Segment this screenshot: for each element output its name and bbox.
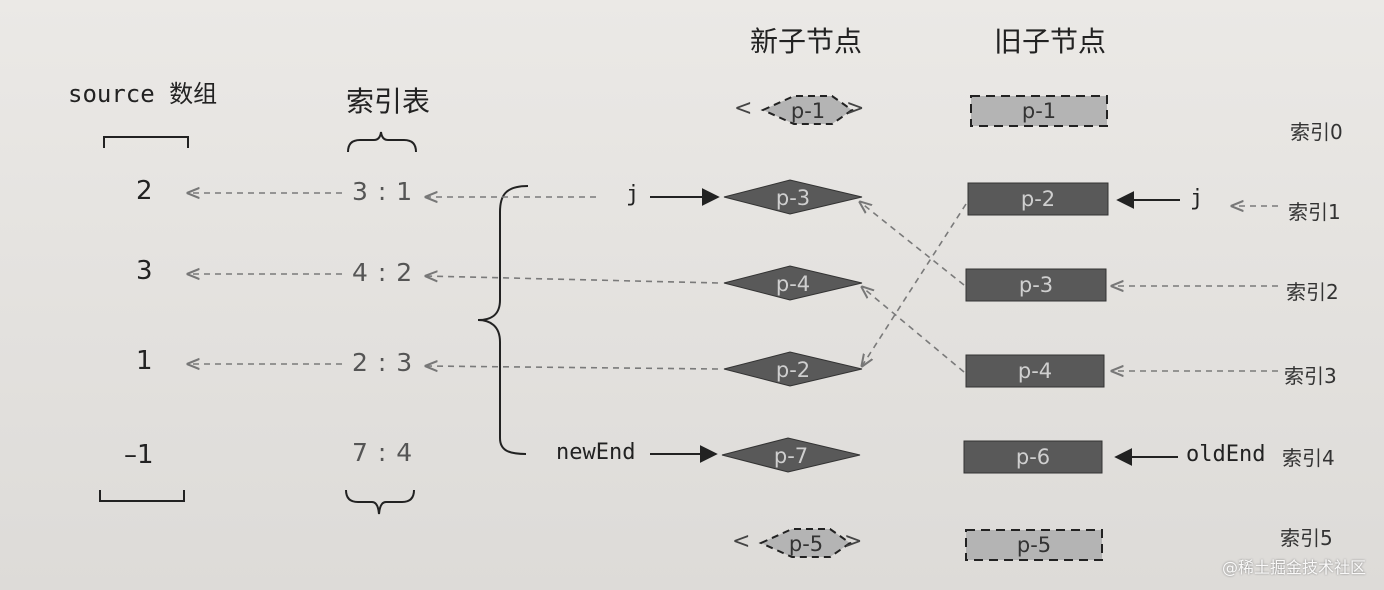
index-label-1: 索引1: [1288, 200, 1341, 224]
new-node-label-5: p-5: [789, 532, 823, 556]
index-label-4: 索引4: [1282, 446, 1335, 470]
source-value-3: –1: [124, 440, 154, 470]
old-node-label-0: p-1: [1022, 99, 1056, 123]
index-top-brace: [347, 131, 417, 153]
index-label-0: 索引0: [1290, 120, 1343, 144]
source-top-bracket: [103, 136, 189, 148]
pointer-new-end: newEnd: [556, 440, 636, 465]
index-map-entry-3: 7 : 4: [352, 438, 414, 467]
new-node-3: [723, 351, 863, 387]
header-index-table: 索引表: [346, 85, 431, 118]
old-node-4: [963, 440, 1103, 474]
old-node-label-5: p-5: [1017, 533, 1051, 557]
old-node-label-2: p-3: [1019, 273, 1053, 297]
new-node-ghost-bottom: [758, 528, 852, 558]
group-brace: [477, 185, 529, 455]
pointer-old-end: oldEnd: [1186, 442, 1266, 467]
index-label-3: 索引3: [1284, 364, 1337, 388]
arrow-new-to-index-3: [426, 366, 719, 369]
old-node-ghost-bottom: [965, 529, 1103, 561]
index-map-entry-2: 2 : 3: [352, 348, 414, 377]
arrow-new-to-index-2: [426, 276, 719, 284]
index-label-5: 索引5: [1280, 526, 1333, 550]
ghost-left-angle-top: <: [734, 96, 753, 121]
pointer-old-j: j: [1190, 186, 1204, 211]
index-label-2: 索引2: [1286, 280, 1339, 304]
new-node-1: [723, 179, 863, 215]
new-node-2: [723, 265, 863, 301]
index-map-entry-1: 4 : 2: [352, 258, 414, 287]
source-value-1: 3: [136, 256, 153, 286]
old-node-3: [965, 354, 1105, 388]
watermark: @稀土掘金技术社区: [1221, 558, 1366, 577]
ghost-right-angle-bottom: >: [844, 529, 863, 554]
old-node-label-1: p-2: [1021, 187, 1055, 211]
ghost-right-angle-top: >: [846, 96, 865, 121]
new-node-4: [721, 437, 861, 473]
index-bottom-brace: [345, 489, 415, 515]
new-node-label-2: p-4: [776, 272, 810, 296]
arrow-old-p3-to-new-p3: [860, 202, 965, 286]
source-value-0: 2: [136, 176, 153, 206]
old-node-label-3: p-4: [1018, 359, 1052, 383]
old-node-2: [965, 268, 1107, 302]
new-node-ghost-top: [760, 95, 854, 125]
index-map-entry-0: 3 : 1: [352, 177, 414, 206]
ghost-left-angle-bottom: <: [732, 529, 751, 554]
new-node-label-0: p-1: [791, 99, 825, 123]
old-node-1: [967, 182, 1109, 216]
arrow-old-p4-to-new-p4: [862, 287, 965, 373]
header-source-label: source 数组: [68, 80, 218, 108]
header-old-children: 旧子节点: [994, 25, 1107, 58]
pointer-new-j: j: [626, 182, 640, 207]
source-value-2: 1: [136, 346, 153, 376]
new-node-label-1: p-3: [776, 186, 810, 210]
old-node-label-4: p-6: [1016, 445, 1050, 469]
new-node-label-3: p-2: [776, 358, 810, 382]
new-node-label-4: p-7: [774, 444, 808, 468]
arrow-old-p2-to-new-p2: [862, 203, 967, 366]
old-node-ghost-top: [970, 95, 1108, 127]
source-bottom-bracket: [99, 490, 185, 502]
header-source: source 数组: [68, 74, 217, 109]
header-new-children: 新子节点: [750, 25, 863, 58]
